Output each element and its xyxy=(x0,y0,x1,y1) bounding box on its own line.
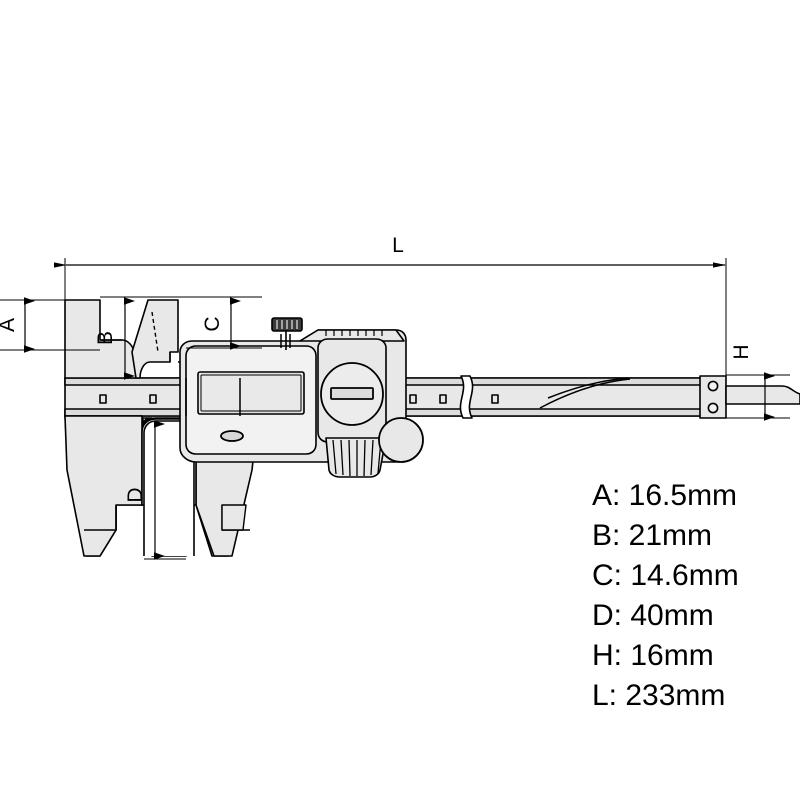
dim-L-label: L xyxy=(392,234,404,257)
end-cap-screw-bottom xyxy=(707,402,719,414)
lock-screw-stem xyxy=(280,334,291,348)
legend-row-c: C: 14.6mm xyxy=(592,559,739,592)
end-cap-screw-top xyxy=(707,380,719,392)
dim-B-label: B xyxy=(94,331,117,345)
dimension-lines: L A B C xyxy=(0,234,790,560)
legend-row-h: H: 16mm xyxy=(592,639,714,672)
dimension-legend: A: 16.5mm B: 21mm C: 14.6mm D: 40mm H: 1… xyxy=(592,476,792,716)
lower-jaw-right-notch-fill xyxy=(221,504,247,531)
dimension-A: A xyxy=(0,297,100,353)
dim-A-label: A xyxy=(0,318,19,332)
dimension-D: D xyxy=(124,420,186,560)
lower-jaw-left-notch xyxy=(84,505,117,531)
dimension-B: B xyxy=(94,296,178,380)
slider-beam-hook xyxy=(185,378,241,416)
beam-taper-curve xyxy=(539,378,631,409)
lcd-screen-inner xyxy=(200,374,302,412)
depth-rod xyxy=(725,385,800,405)
dim-C-label: C xyxy=(201,316,224,331)
zero-button[interactable] xyxy=(220,430,244,442)
beam-taper-curve-2 xyxy=(547,377,629,399)
legend-row-a: A: 16.5mm xyxy=(592,479,738,512)
dim-D-label: D xyxy=(124,487,147,502)
dimension-H: H xyxy=(726,344,790,421)
upper-jaw-sliding xyxy=(131,299,179,379)
legend-row-l: L: 233mm xyxy=(592,679,726,712)
dim-H-label: H xyxy=(730,344,753,359)
dimension-C: C xyxy=(178,296,262,350)
legend-row-b: B: 21mm xyxy=(592,519,713,552)
fine-adjust-roller[interactable] xyxy=(378,417,424,463)
dimension-L: L xyxy=(54,234,727,378)
beam-break-symbol xyxy=(459,375,474,419)
thumb-knob-slot xyxy=(330,387,374,400)
lock-screw-knurl xyxy=(276,320,298,329)
lower-jaw-left-blade xyxy=(64,415,143,557)
slider-top-knurl xyxy=(325,330,383,336)
legend-row-d: D: 40mm xyxy=(592,599,714,632)
